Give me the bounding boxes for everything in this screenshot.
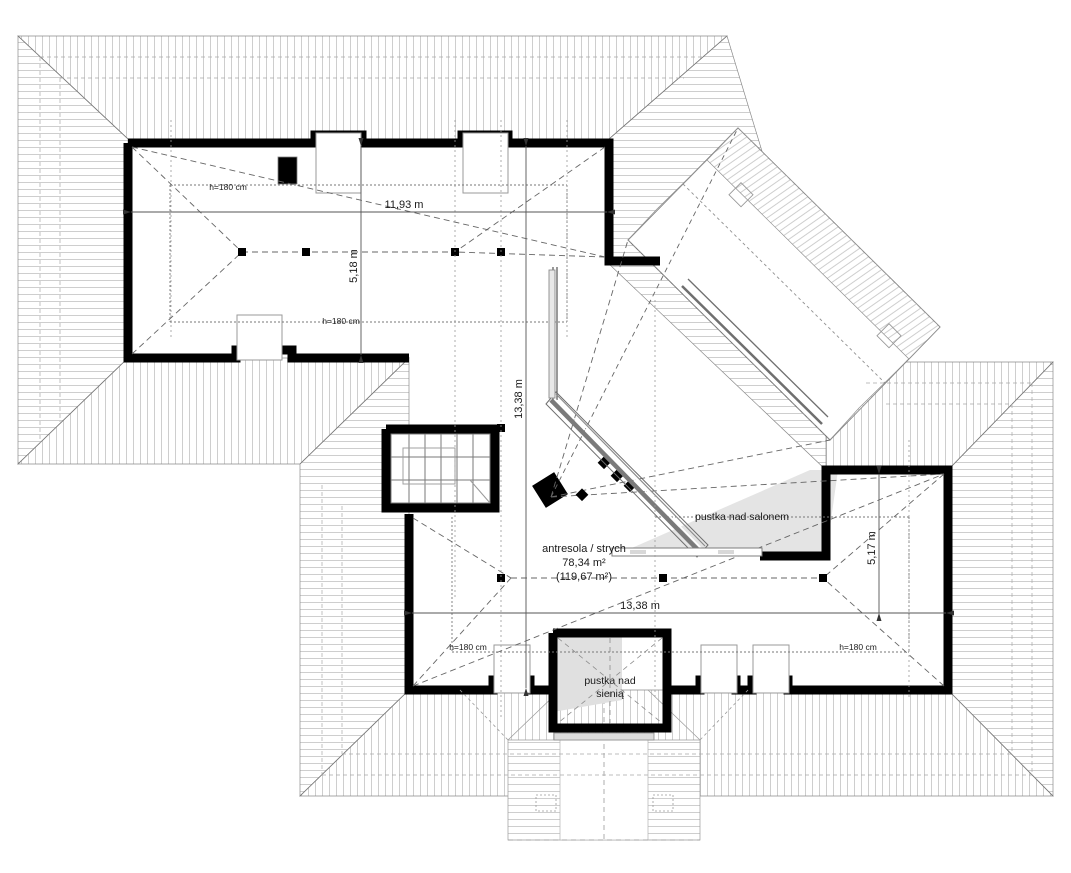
- dimension-bottom-width-label: 13,38 m: [620, 600, 660, 612]
- annex-glazing: [681, 278, 829, 425]
- roof-slope-north-upper: [17, 35, 728, 140]
- dormer-window: [236, 314, 283, 361]
- dimension-right-height: 5,17 m: [866, 466, 882, 621]
- room-area-secondary: (119,67 m²): [556, 571, 612, 583]
- angled-annex-roof: [627, 127, 941, 441]
- dimension-left-height: 5,18 m: [348, 138, 364, 363]
- wall-stair-enclosure: [381, 424, 500, 513]
- skylight-icon: [876, 323, 902, 349]
- chimney-icon: [277, 156, 298, 185]
- height-marker-lower-left: h=180 cm: [449, 642, 487, 652]
- roof-guide-lines: [17, 35, 1054, 797]
- chimney-flue-icon: [532, 472, 568, 508]
- room-area-primary: 78,34 m²: [562, 557, 606, 569]
- window-opening: [700, 644, 738, 694]
- room-label-group: antresola / strych 78,34 m² (119,67 m²): [542, 543, 626, 583]
- interior-hip-lines: [131, 127, 945, 687]
- void-over-living-room-fill: [618, 470, 838, 556]
- height-marker-upper-left-top: h=180 cm: [209, 182, 247, 192]
- staircase-icon: [390, 433, 491, 504]
- vertical-glazing: [548, 269, 556, 399]
- dormer-window: [315, 132, 362, 194]
- dormer-window: [462, 132, 509, 194]
- dimension-top-width-label: 11,93 m: [385, 199, 424, 211]
- void-shading: [553, 470, 838, 712]
- window-opening: [752, 644, 790, 694]
- wall-upper-left-north-east: [128, 130, 660, 266]
- skylight-icon: [728, 182, 754, 208]
- void-over-hall-fill: [553, 633, 622, 712]
- roof-surfaces: [17, 35, 1054, 841]
- wall-upper-left-west-south: [123, 143, 409, 363]
- porch-roof: [507, 689, 701, 841]
- dimension-total-height: 13,38 m: [513, 138, 529, 696]
- construction-guides: [170, 120, 910, 720]
- dimension-left-height-label: 5,18 m: [348, 249, 360, 283]
- void-railing: [611, 547, 763, 557]
- dimension-bottom-width: 13,38 m: [404, 600, 954, 616]
- dimension-total-height-label: 13,38 m: [513, 379, 525, 419]
- wall-hall-void-box: [548, 628, 672, 733]
- height-marker-lower-right: h=180 cm: [839, 642, 877, 652]
- void-over-living-room-label: pustka nad salonem: [695, 511, 789, 523]
- hall-void-diagonals: [557, 637, 663, 724]
- room-name-label: antresola / strych: [542, 543, 626, 555]
- dimension-right-height-label: 5,17 m: [866, 531, 878, 565]
- height-marker-upper-left-bottom: h=180 cm: [322, 316, 360, 326]
- roof-offset-guides: [39, 56, 1033, 776]
